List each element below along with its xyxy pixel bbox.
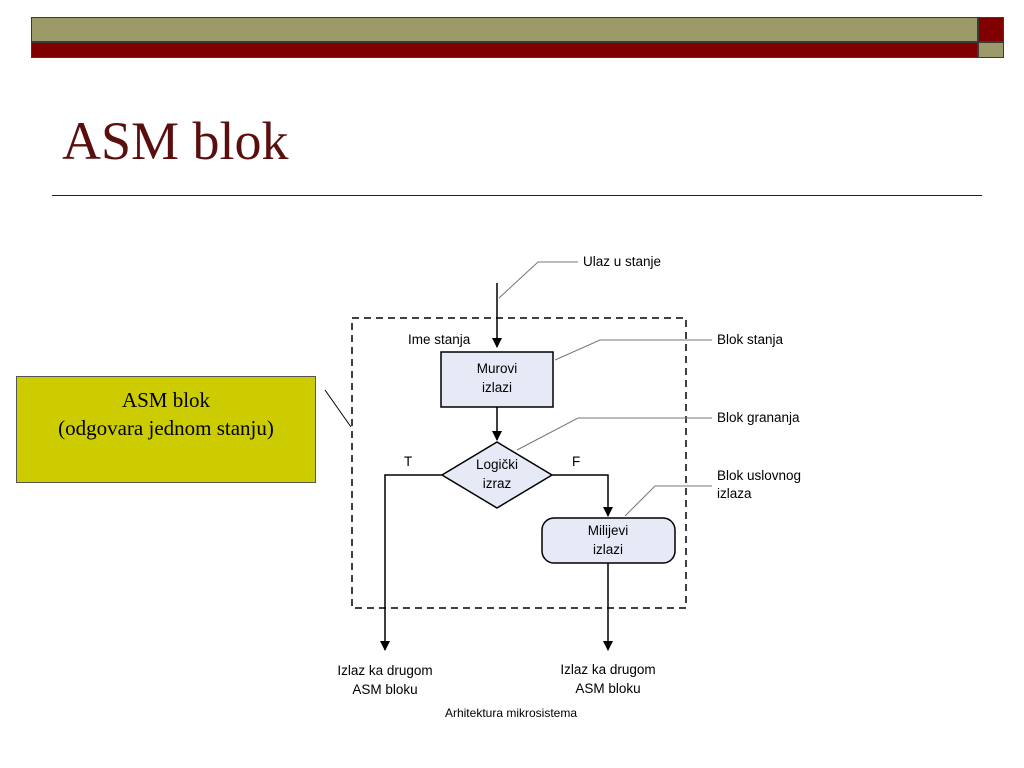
false-branch-label: F — [572, 454, 580, 469]
callout-line-1: ASM blok — [121, 388, 211, 412]
entry-label: Ulaz u stanje — [583, 254, 661, 269]
branch-block-label: Blok grananja — [717, 410, 800, 425]
callout-line-2: (odgovara jednom stanju) — [58, 416, 274, 441]
true-branch-label: T — [404, 454, 412, 469]
header-square-olive — [978, 42, 1004, 58]
true-branch-arrow — [380, 474, 442, 651]
header-square-red — [978, 17, 1004, 42]
conditional-output-line-2: izlazi — [593, 542, 623, 557]
state-box-line-1: Murovi — [477, 361, 518, 376]
exit-right-line-2: ASM bloku — [575, 681, 640, 696]
header-bar-olive — [31, 17, 978, 42]
footer: Arhitektura mikrosistema — [0, 706, 1024, 720]
slide-title: ASM blok — [62, 111, 289, 171]
state-box-line-2: izlazi — [482, 380, 512, 395]
exit-right-line-1: Izlaz ka drugom — [560, 662, 655, 677]
footer-label: Arhitektura mikrosistema — [444, 706, 578, 720]
branch-block-leader-line — [516, 417, 712, 451]
state-block-leader-line — [554, 339, 712, 361]
decision-line-1: Logički — [476, 457, 518, 472]
exit-left-line-1: Izlaz ka drugom — [337, 663, 432, 678]
conditional-block-label-line-1: Blok uslovnog — [717, 468, 801, 483]
conditional-block-label-line-2: izlaza — [717, 486, 752, 501]
state-block-label: Blok stanja — [717, 332, 784, 347]
decision-diamond — [440, 441, 554, 509]
entry-leader-line — [498, 261, 578, 299]
decision-line-2: izraz — [483, 476, 512, 491]
false-branch-arrow — [552, 474, 613, 517]
title-underline — [52, 195, 982, 196]
header-bar-red — [31, 42, 978, 58]
state-name-label: Ime stanja — [408, 332, 471, 347]
exit-left-line-2: ASM bloku — [352, 682, 417, 697]
asm-block-callout: ASM blok (odgovara jednom stanju) — [16, 376, 316, 483]
conditional-block-leader-line — [624, 485, 712, 517]
conditional-output-line-1: Milijevi — [588, 523, 629, 538]
callout-connector-line — [324, 389, 352, 428]
